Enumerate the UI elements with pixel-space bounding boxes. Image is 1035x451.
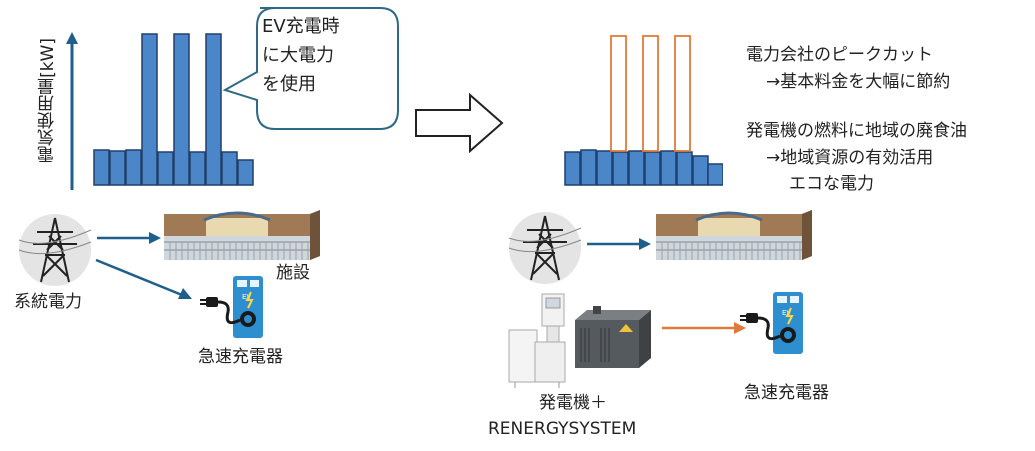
usage-bar (612, 151, 629, 186)
usage-bar (189, 151, 206, 186)
building-icon (164, 210, 320, 260)
usage-bar (109, 150, 126, 186)
right-charger-label: 急速充電器 (744, 383, 829, 403)
usage-bar (660, 150, 677, 186)
usage-bar (157, 151, 174, 186)
right-arrow-icon (415, 92, 504, 154)
usage-bar (644, 151, 661, 186)
facility-label: 施設 (276, 263, 310, 283)
building-icon (656, 210, 812, 260)
svg-text:EV: EV (782, 309, 791, 317)
usage-bar (205, 33, 222, 186)
note-eco-power: エコな電力 (789, 174, 874, 194)
usage-bar (141, 33, 158, 186)
speech-bubble (222, 7, 399, 130)
usage-bar (125, 149, 142, 186)
left-charger-label: 急速充電器 (198, 347, 283, 367)
ev-charger-icon: EV (740, 292, 803, 354)
peak-outline-bar (642, 35, 659, 152)
y-axis-label: 電気使用量[kW] (38, 38, 58, 163)
usage-bar (564, 151, 581, 186)
peak-outline-bar (610, 35, 627, 152)
note-peak-cut: 電力会社のピークカット (746, 45, 933, 65)
generator-label-line-2: RENERGYSYSTEM (488, 419, 637, 439)
arrow-grid-to-facility (97, 232, 161, 244)
y-axis-arrow (66, 32, 78, 190)
usage-bar (596, 150, 613, 186)
ev-charger-icon: EV (200, 276, 263, 338)
usage-bar (93, 149, 110, 186)
arrow-generator-to-charger (662, 322, 746, 334)
left-power-bars (93, 33, 254, 186)
usage-bar (707, 163, 723, 186)
speech-line-1: EV充電時 (262, 16, 340, 37)
usage-bar (580, 149, 597, 186)
note-local-resource: →地域資源の有効活用 (766, 148, 934, 168)
usage-bar (676, 151, 693, 186)
power-pylon-icon (508, 212, 582, 284)
usage-bar (692, 155, 709, 186)
power-pylon-icon (18, 214, 92, 286)
grid-power-label: 系統電力 (14, 292, 82, 312)
right-power-bars (564, 35, 723, 186)
speech-line-2: に大電力 (262, 45, 334, 66)
usage-bar (628, 150, 645, 186)
peak-outline-bar (674, 35, 691, 152)
note-save-basic-fee: →基本料金を大幅に節約 (766, 72, 951, 92)
usage-bar (173, 33, 190, 186)
speech-line-3: を使用 (262, 74, 316, 95)
arrow-grid-to-facility (587, 238, 651, 250)
note-waste-oil-fuel: 発電機の燃料に地域の廃食油 (746, 121, 967, 141)
generator-label-line-1: 発電機＋ (539, 393, 607, 413)
usage-bar (221, 151, 238, 186)
generator-icon (508, 293, 651, 388)
arrow-grid-to-charger (95, 258, 192, 299)
usage-bar (237, 159, 254, 186)
svg-text:EV: EV (242, 293, 251, 301)
